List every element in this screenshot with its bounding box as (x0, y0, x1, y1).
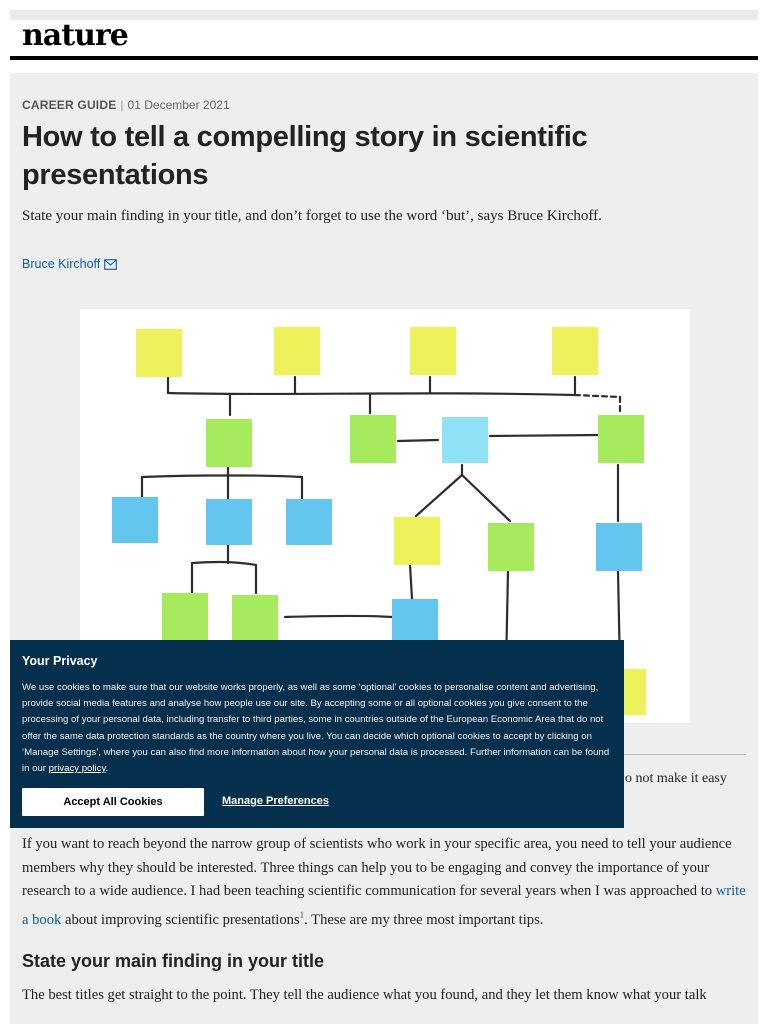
accept-all-cookies-button[interactable]: Accept All Cookies (22, 788, 204, 816)
caption-divider (624, 754, 746, 755)
kicker-separator: | (120, 98, 124, 112)
yellow-note (394, 517, 440, 565)
cookie-text-end: . (105, 763, 109, 775)
reference-link[interactable]: 1 (299, 909, 305, 920)
figure-caption-fragment: o not make it easy (625, 771, 727, 786)
yellow-note (274, 327, 320, 375)
article-date: 01 December 2021 (127, 98, 230, 112)
yellow-note (410, 327, 456, 375)
green-note (162, 593, 208, 641)
author-link[interactable]: Bruce Kirchoff (22, 257, 118, 271)
blue-note (392, 599, 438, 645)
paragraph-text: If you want to reach beyond the narrow g… (22, 836, 732, 899)
blue-note (596, 523, 642, 571)
cookie-text: We use cookies to make sure that our web… (22, 680, 614, 777)
paragraph-text: about improving scientific presentations (61, 911, 300, 928)
header-band (10, 10, 758, 20)
article-paragraph: If you want to reach beyond the narrow g… (22, 833, 746, 932)
blue-note (112, 497, 158, 543)
privacy-policy-link[interactable]: privacy policy (48, 763, 106, 775)
green-note (350, 415, 396, 463)
author-name[interactable]: Bruce Kirchoff (22, 257, 101, 271)
blue-note (206, 499, 252, 545)
yellow-note (620, 669, 646, 715)
cookie-banner: Your Privacy We use cookies to make sure… (10, 640, 624, 828)
article-standfirst: State your main finding in your title, a… (22, 208, 602, 224)
green-note (232, 595, 278, 643)
nature-logo[interactable]: nature (22, 18, 129, 53)
green-note (488, 523, 534, 571)
site-header: nature (10, 10, 758, 60)
paragraph-text: . These are my three most important tips… (304, 911, 544, 928)
cookie-heading: Your Privacy (22, 654, 98, 668)
yellow-note (136, 329, 182, 377)
green-note (206, 419, 252, 467)
envelope-icon[interactable] (104, 258, 118, 270)
article-type: CAREER GUIDE (22, 98, 117, 112)
manage-preferences-link[interactable]: Manage Preferences (222, 795, 329, 807)
article-paragraph: The best titles get straight to the poin… (22, 987, 707, 1003)
green-note (598, 415, 644, 463)
article-kicker: CAREER GUIDE|01 December 2021 (22, 98, 230, 112)
blue-note (286, 499, 332, 545)
article: CAREER GUIDE|01 December 2021 How to tel… (10, 73, 758, 1024)
blue-note (442, 417, 488, 463)
article-title: How to tell a compelling story in scient… (22, 121, 588, 191)
yellow-note (552, 327, 598, 375)
cookie-body: We use cookies to make sure that our web… (22, 682, 610, 775)
write-a-book-link[interactable]: write a book (22, 883, 746, 928)
top-strip (0, 0, 768, 10)
section-heading: State your main finding in your title (22, 951, 325, 971)
